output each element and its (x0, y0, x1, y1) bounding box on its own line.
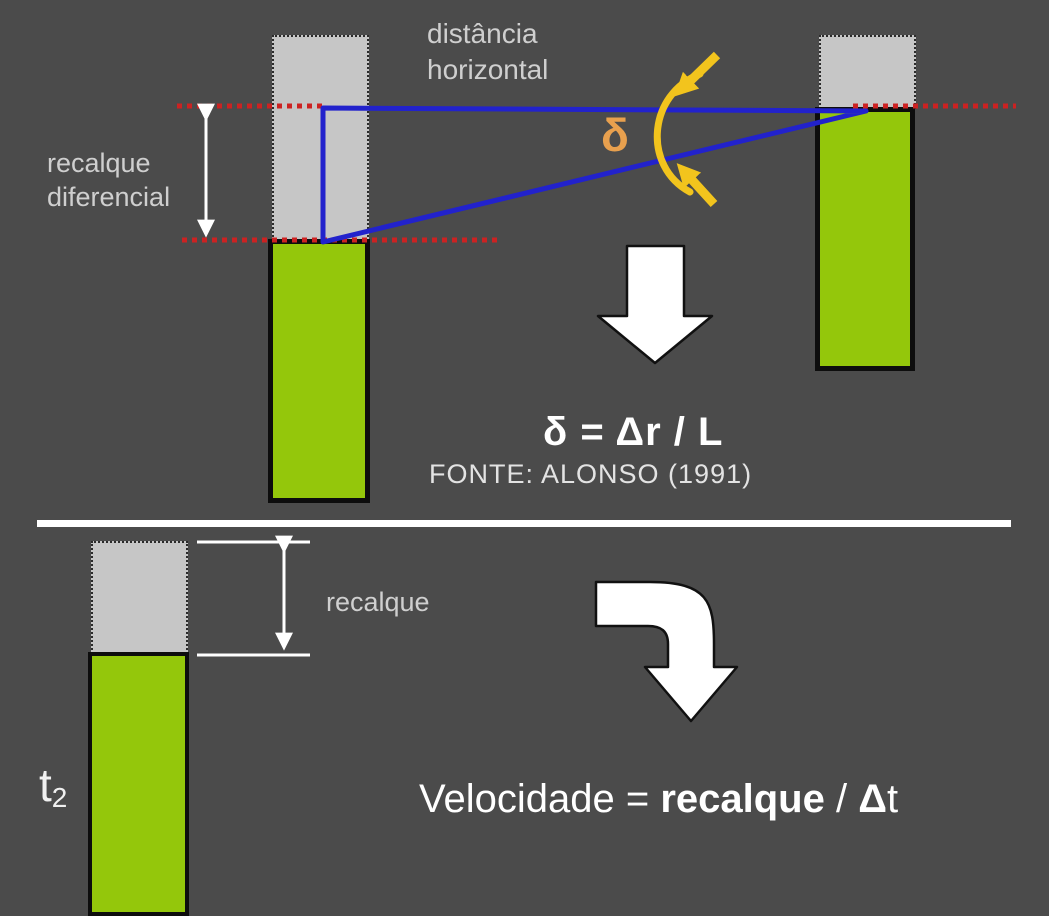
velocity-formula-delta: Δ (858, 777, 887, 821)
velocity-formula-prefix: Velocidade = (419, 777, 661, 821)
differential-settlement-label-line2: diferencial (47, 182, 171, 212)
rotation-arrow-top-icon (674, 51, 721, 97)
section-divider-line (37, 520, 1011, 527)
settlement-label: recalque (326, 587, 430, 617)
source-citation: FONTE: ALONSO (1991) (429, 459, 753, 489)
time-t2-base: t (39, 759, 52, 811)
velocity-formula-numerator: recalque (660, 777, 825, 821)
distortion-formula: δ = Δr / L (543, 410, 724, 454)
elbow-down-block-arrow-icon (594, 580, 739, 723)
differential-settlement-label-line1: recalque (47, 148, 151, 178)
time-t2-label: t2 (39, 758, 68, 813)
differential-settlement-label: recalque diferencial (47, 146, 170, 214)
horizontal-distance-label: distância horizontal (427, 16, 548, 88)
rotation-arrow-bottom-icon (676, 163, 718, 208)
right-pile-settled (815, 107, 915, 371)
bottom-pile-settled (88, 652, 189, 916)
time-t2-subscript: 2 (51, 782, 68, 813)
velocity-formula-time: t (886, 777, 899, 821)
delta-angle-symbol: δ (601, 109, 629, 161)
velocity-formula: Velocidade = recalque / Δt (419, 777, 898, 822)
bottom-pile-original-position (91, 541, 188, 654)
angular-distortion-triangle (320, 105, 869, 245)
rotation-arc-icon (653, 70, 704, 196)
down-block-arrow-icon (596, 244, 714, 365)
left-pile-settled (268, 239, 370, 503)
horizontal-distance-label-line2: horizontal (427, 54, 549, 85)
horizontal-distance-label-line1: distância (427, 18, 538, 49)
velocity-formula-divider: / (824, 777, 859, 821)
